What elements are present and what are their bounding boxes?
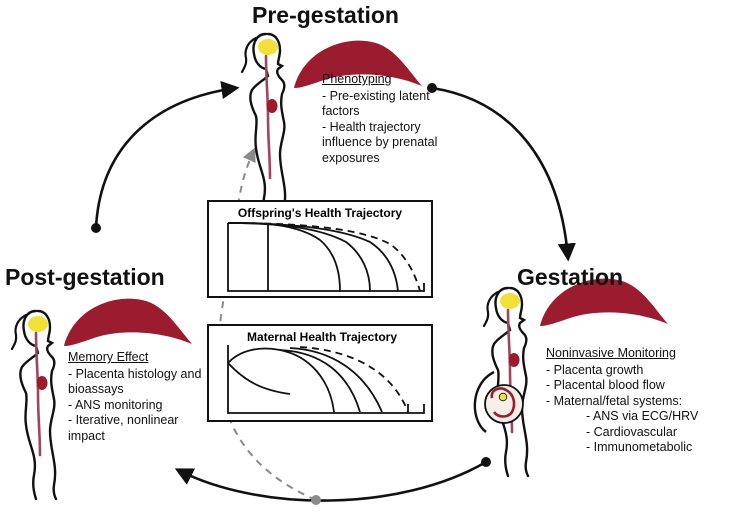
list-item: - ANS via ECG/HRV [586, 409, 699, 423]
placenta-icon [64, 298, 192, 346]
offspring-trajectory-panel: Offspring's Health Trajectory [207, 200, 433, 298]
pre-gestation-title: Pre-gestation [252, 2, 399, 28]
gestation-title: Gestation [517, 264, 624, 290]
arrow-gestation-to-post [174, 460, 487, 502]
arrow-start-dot [481, 457, 491, 467]
list-item: - Immunometabolic [586, 440, 693, 454]
memory-effect-label: Memory Effect [68, 350, 149, 364]
gestation-list: - Placenta growth - Placental blood flow… [546, 363, 738, 456]
list-item: - Cardiovascular [586, 424, 678, 439]
list-item: - ANS monitoring [68, 397, 163, 412]
list-item: - Health trajectory influence by prenata… [322, 119, 438, 165]
offspring-panel-title: Offspring's Health Trajectory [238, 206, 403, 220]
list-item: - Maternal/fetal systems: [546, 393, 683, 408]
maternal-panel-title: Maternal Health Trajectory [247, 330, 397, 344]
pre-gestation-list: - Pre-existing latent factors - Health t… [322, 89, 470, 167]
arrow-start-dot [91, 223, 101, 233]
dashed-feedback-arrow [217, 147, 317, 501]
list-item: - Iterative, nonlinear impact [68, 413, 179, 443]
woman-silhouette-icon [482, 286, 530, 478]
fetus-icon [484, 384, 524, 424]
arrow-post-to-pre [94, 81, 240, 229]
woman-silhouette-icon [10, 309, 58, 501]
pre-gestation-details: Phenotyping - Pre-existing latent factor… [322, 72, 470, 166]
pregnant-belly [473, 370, 495, 433]
list-item: - Placenta histology and bioassays [68, 366, 202, 397]
noninvasive-monitoring-label: Noninvasive Monitoring [546, 346, 676, 360]
post-gestation-title: Post-gestation [5, 264, 165, 290]
woman-silhouette-icon [240, 32, 288, 224]
post-gestation-list: - Placenta histology and bioassays - ANS… [68, 367, 204, 445]
phenotyping-label: Phenotyping [322, 72, 392, 86]
list-item: - Placental blood flow [546, 378, 665, 392]
arrow-pre-to-gestation [431, 86, 576, 262]
gestation-details: Noninvasive Monitoring - Placenta growth… [546, 346, 738, 456]
arrow-start-dot [427, 83, 437, 93]
post-gestation-details: Memory Effect - Placenta histology and b… [68, 350, 204, 444]
list-item: - Placenta growth [546, 362, 644, 377]
list-item: - Pre-existing latent factors [322, 88, 430, 119]
dashed-arrow-dot [311, 495, 321, 505]
maternal-trajectory-panel: Maternal Health Trajectory [207, 324, 433, 422]
